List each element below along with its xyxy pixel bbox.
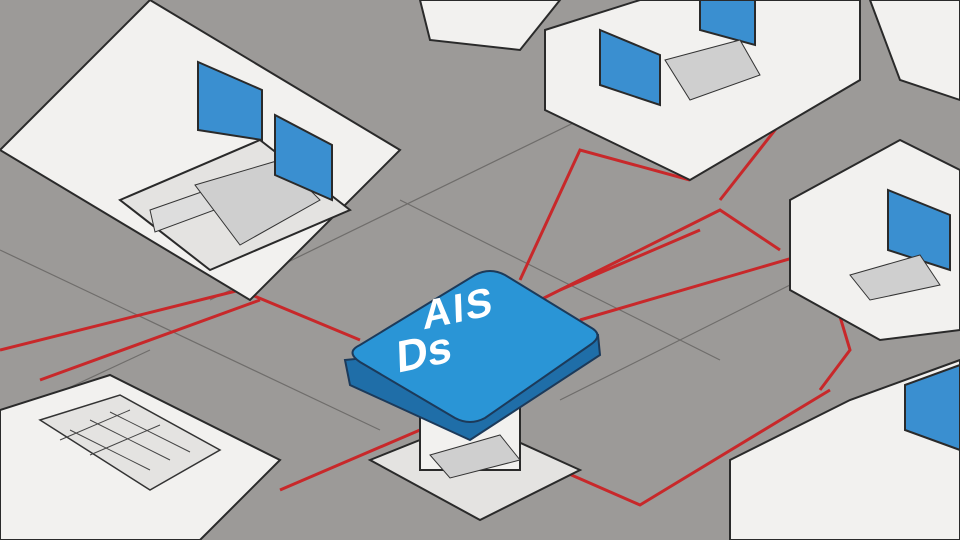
ais-logo-tile bbox=[343, 270, 602, 442]
workstation-top-center bbox=[418, 0, 861, 182]
monitor-screen bbox=[197, 60, 263, 142]
monitor-screen bbox=[274, 113, 333, 202]
workstation-right bbox=[789, 0, 960, 342]
workstation-bottom-left bbox=[0, 373, 282, 540]
monitor-screen bbox=[904, 363, 960, 452]
workstation-bottom-right bbox=[729, 358, 960, 540]
workstation-top-left bbox=[0, 0, 402, 302]
monitor-screen bbox=[887, 188, 951, 272]
monitor-screen bbox=[699, 0, 756, 47]
monitor-screen bbox=[599, 28, 661, 107]
